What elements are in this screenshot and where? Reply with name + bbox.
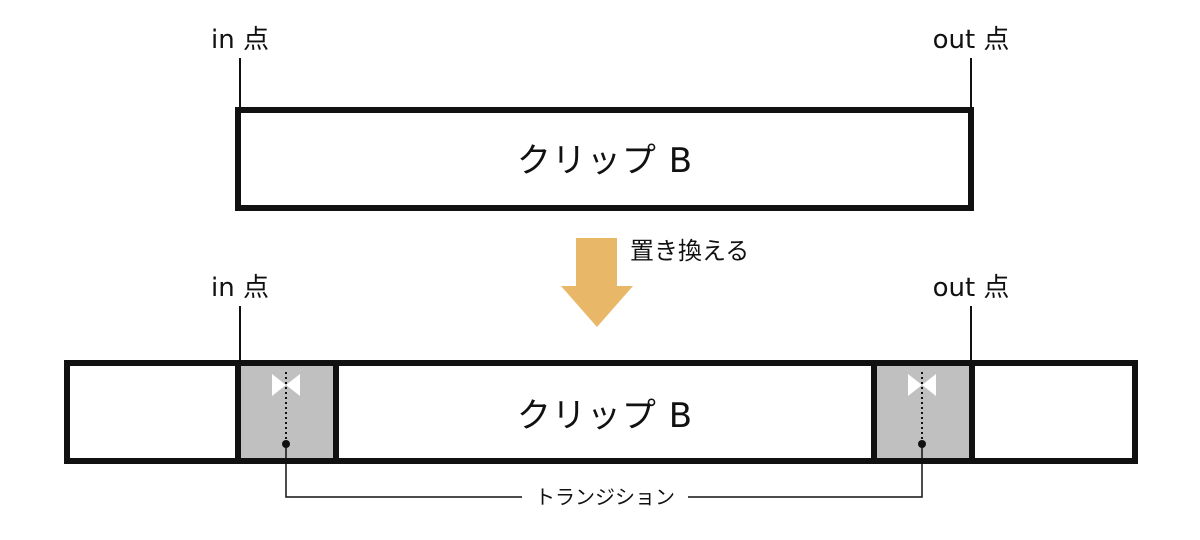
top-clip-label: クリップ B: [517, 141, 693, 181]
transition-bracket-left: [285, 444, 522, 498]
timeline-track: [64, 360, 1138, 464]
top-clip-box: [235, 107, 974, 211]
bottom-in-point-label: in 点: [211, 273, 269, 303]
bowtie-transition-icon: [286, 374, 300, 396]
replace-label: 置き換える: [630, 237, 749, 265]
down-arrow-icon: [561, 238, 633, 327]
transition-bracket-right: [688, 444, 923, 498]
bowtie-transition-icon: [272, 374, 286, 396]
top-in-point-label: in 点: [211, 25, 269, 55]
transition-label: トランジション: [535, 485, 675, 509]
bottom-clip-label: クリップ B: [517, 396, 693, 436]
bottom-out-point-label: out 点: [933, 273, 1010, 303]
bowtie-transition-icon: [908, 374, 922, 396]
top-out-point-label: out 点: [933, 25, 1010, 55]
bowtie-transition-icon: [922, 374, 936, 396]
